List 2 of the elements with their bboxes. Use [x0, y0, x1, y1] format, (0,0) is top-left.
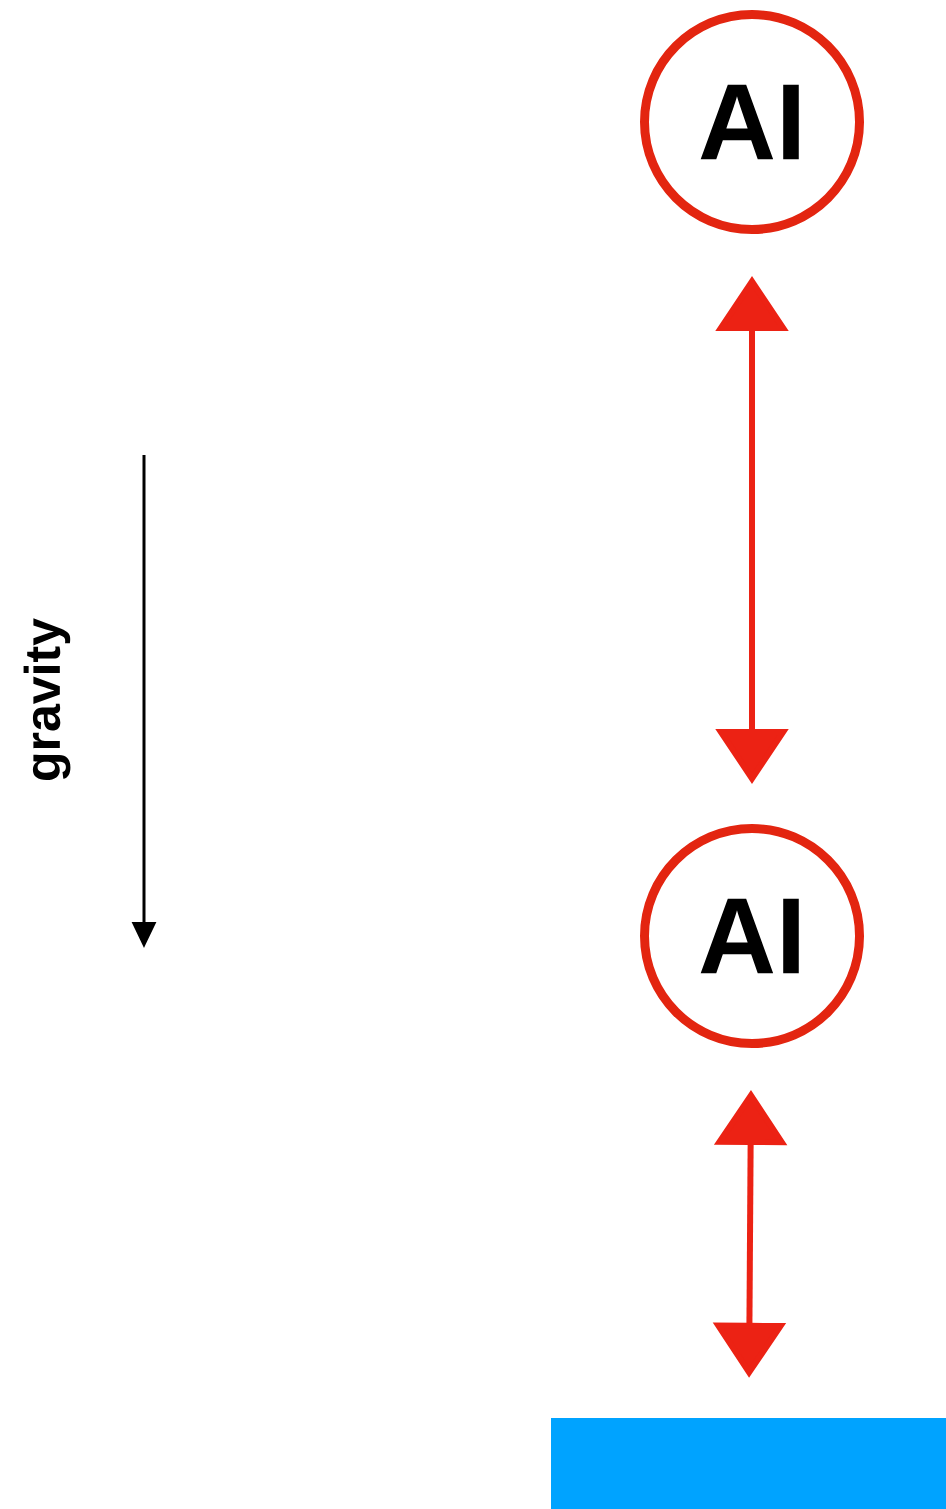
axis-label: gravity — [23, 618, 71, 780]
ground-bar — [551, 1418, 946, 1509]
